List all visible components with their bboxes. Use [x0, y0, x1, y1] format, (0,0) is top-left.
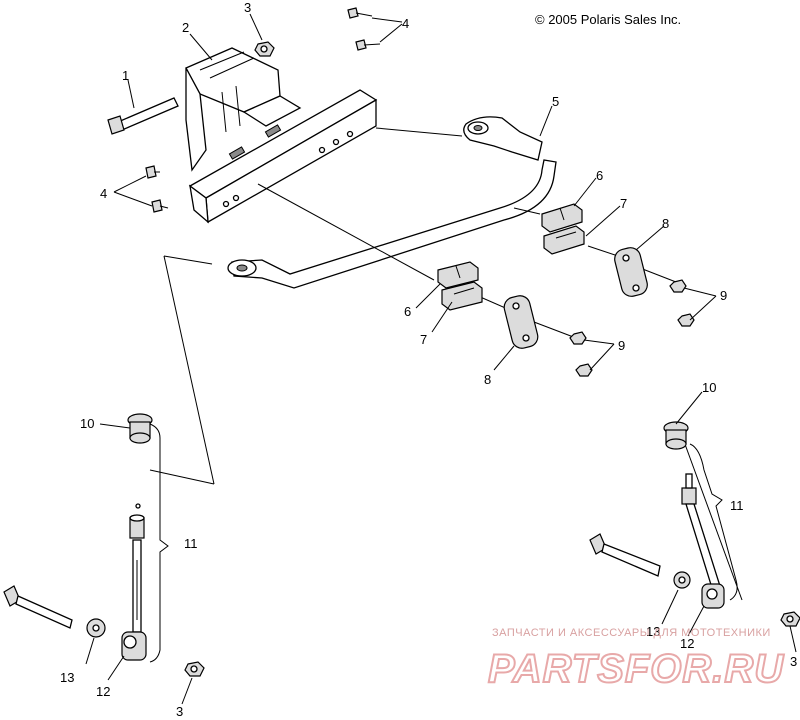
part-8-plate-left [503, 295, 539, 349]
part-1-bolt [107, 97, 179, 135]
part-3-nut-top [254, 41, 275, 57]
callout-13-right: 13 [646, 624, 660, 639]
leader-lines [85, 13, 797, 705]
part-13-washer-left [86, 618, 106, 638]
watermark: ЗАПЧАСТИ И АКСЕССУАРЫ ДЛЯ МОТОТЕХНИКИ PA… [487, 627, 784, 692]
callout-9-left: 9 [618, 338, 625, 353]
callout-11-left: 11 [184, 536, 198, 551]
watermark-logo: PARTSFOR.RU [488, 647, 784, 691]
callout-8-right: 8 [662, 216, 669, 231]
copyright-text: © 2005 Polaris Sales Inc. [535, 12, 681, 27]
part-11-link-left [129, 423, 169, 663]
callout-7-left: 7 [420, 332, 427, 347]
part-3-nut-right [780, 611, 800, 627]
callout-4-top: 4 [402, 16, 409, 31]
bolt-right-lower [589, 533, 661, 577]
part-11-link-right [681, 443, 738, 601]
part-10-grommet-right [663, 421, 689, 450]
part-12-end-right [701, 583, 725, 609]
part-8-plate-right [614, 247, 648, 297]
part-9-nuts-left [569, 331, 593, 377]
alignment-lines [149, 127, 743, 601]
callout-12-left: 12 [96, 684, 110, 699]
callout-4-left: 4 [100, 186, 107, 201]
callout-9-right: 9 [720, 288, 727, 303]
part-2-mount-bracket [185, 47, 302, 172]
callout-3-right: 3 [790, 654, 797, 669]
part-7-bushing-clamp-left [441, 281, 483, 311]
part-10-grommet-left [127, 413, 153, 444]
part-5-stabilizer-bar [227, 116, 557, 289]
callout-6-left: 6 [404, 304, 411, 319]
part-12-end-left [121, 631, 147, 661]
callout-numbers: 1 2 3 4 4 5 6 7 8 9 6 7 8 9 10 11 13 12 … [60, 0, 797, 719]
part-7-bushing-clamp-right [543, 225, 585, 255]
part-4-bolts-left [145, 165, 169, 213]
callout-7-right: 7 [620, 196, 627, 211]
callout-10-right: 10 [702, 380, 716, 395]
callout-5: 5 [552, 94, 559, 109]
callout-6-right: 6 [596, 168, 603, 183]
callout-1: 1 [122, 68, 129, 83]
part-9-nuts-right [669, 279, 695, 327]
callout-13-left: 13 [60, 670, 74, 685]
callout-10-left: 10 [80, 416, 94, 431]
part-6-bushing-right [541, 203, 583, 233]
bolt-left-lower [3, 585, 73, 629]
crossmember-rail [188, 89, 378, 224]
part-13-washer-right [673, 571, 691, 589]
part-6-bushing-left [437, 261, 479, 289]
callout-8-left: 8 [484, 372, 491, 387]
watermark-tagline: ЗАПЧАСТИ И АКСЕССУАРЫ ДЛЯ МОТОТЕХНИКИ [492, 627, 771, 639]
callout-3-left: 3 [176, 704, 183, 719]
part-4-bolts-top [347, 7, 381, 51]
callout-12-right: 12 [680, 636, 694, 651]
callout-3-top: 3 [244, 0, 251, 15]
part-3-nut-left [184, 661, 205, 677]
callout-2: 2 [182, 20, 189, 35]
callout-11-right: 11 [730, 498, 744, 513]
